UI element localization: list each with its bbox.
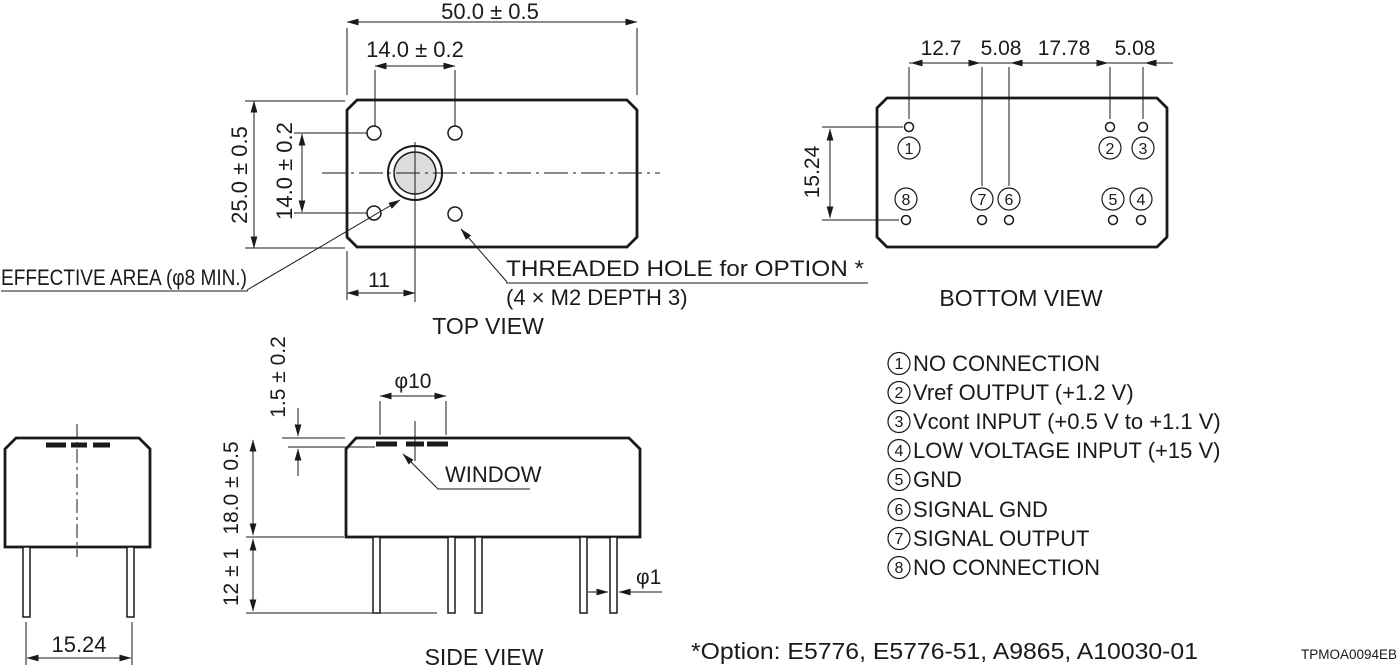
- effective-area-outer-circle: [387, 145, 443, 201]
- pin-marker-1: 1: [897, 136, 921, 160]
- svg-text:1: 1: [895, 356, 904, 373]
- threaded-hole-label-line1: THREADED HOLE for OPTION *: [506, 256, 864, 281]
- side-view-title: SIDE VIEW: [425, 644, 544, 667]
- side-view: φ10 1.5 ± 0.2 WINDOW 18.0 ± 0.5 12 ± 1 φ…: [220, 336, 662, 667]
- threaded-hole-label-line2: (4 × M2 DEPTH 3): [506, 285, 688, 310]
- svg-text:1: 1: [905, 141, 914, 158]
- pin-list-item: 6 SIGNAL GND: [887, 497, 1048, 522]
- front-view-pins: [22, 546, 135, 618]
- bottom-view-title: BOTTOM VIEW: [939, 285, 1102, 311]
- dim-front-pin-pitch: 15.24: [51, 632, 106, 657]
- svg-text:2: 2: [1106, 141, 1115, 158]
- side-view-pins: [372, 536, 618, 614]
- svg-text:5: 5: [895, 472, 904, 489]
- svg-text:8: 8: [895, 560, 904, 577]
- dim-top-height: 25.0 ± 0.5: [227, 126, 252, 224]
- dim-bottom-4: 5.08: [1115, 37, 1156, 60]
- pin-marker-5: 5: [1101, 187, 1125, 211]
- pin-list-item: 1 NO CONNECTION: [887, 351, 1100, 376]
- svg-text:6: 6: [895, 502, 904, 519]
- window-leader: [402, 453, 530, 490]
- svg-text:NO CONNECTION: NO CONNECTION: [913, 555, 1100, 580]
- dim-top-hole-pitch-y: 14.0 ± 0.2: [272, 122, 297, 220]
- pin-list-item: 5 GND: [887, 467, 962, 492]
- svg-text:6: 6: [1005, 192, 1014, 209]
- svg-text:SIGNAL GND: SIGNAL GND: [913, 497, 1048, 522]
- dim-side-pin-length: 12 ± 1: [220, 548, 243, 606]
- pin-marker-2: 2: [1098, 136, 1122, 160]
- threaded-hole-leader: [460, 228, 508, 283]
- top-view-dimension-lines: [250, 18, 638, 297]
- svg-text:GND: GND: [913, 467, 962, 492]
- pin-marker-3: 3: [1131, 136, 1155, 160]
- side-view-body-outline: [344, 436, 642, 539]
- svg-text:7: 7: [978, 192, 987, 209]
- bottom-view-dimension-lines: [826, 59, 1173, 219]
- effective-area-label: EFFECTIVE AREA (φ8 MIN.): [1, 265, 247, 290]
- dim-side-window-dia: φ10: [395, 370, 432, 393]
- dim-bottom-2: 5.08: [981, 37, 1022, 60]
- svg-text:4: 4: [1137, 192, 1146, 209]
- svg-text:NO CONNECTION: NO CONNECTION: [913, 351, 1100, 376]
- dim-top-hole-pitch-x: 14.0 ± 0.2: [366, 37, 464, 62]
- pin-marker-7: 7: [970, 187, 994, 211]
- svg-text:4: 4: [895, 443, 904, 460]
- top-view: 50.0 ± 0.5 14.0 ± 0.2 25.0 ± 0.5 14.0 ± …: [1, 0, 868, 339]
- svg-text:8: 8: [902, 192, 911, 209]
- bottom-view: 1 2 3 8 7 6 5 4 12.7 5.08 17.78 5.08 15.…: [801, 37, 1173, 311]
- pin-marker-4: 4: [1129, 187, 1153, 211]
- svg-text:5: 5: [1109, 192, 1118, 209]
- svg-text:SIGNAL OUTPUT: SIGNAL OUTPUT: [913, 526, 1089, 551]
- side-view-dimension-lines: [249, 392, 662, 612]
- pin-list-item: 8 NO CONNECTION: [887, 555, 1100, 580]
- top-view-threaded-holes: [366, 125, 463, 222]
- pin-list-item: 7 SIGNAL OUTPUT: [887, 526, 1089, 551]
- svg-text:Vref OUTPUT (+1.2 V): Vref OUTPUT (+1.2 V): [913, 380, 1134, 405]
- window-label: WINDOW: [445, 462, 542, 487]
- top-view-extension-lines: [245, 28, 638, 300]
- pin-list-item: 2 Vref OUTPUT (+1.2 V): [887, 380, 1134, 405]
- option-note: *Option: E5776, E5776-51, A9865, A10030-…: [691, 638, 1198, 664]
- front-view-dimension: [25, 622, 133, 665]
- dim-bottom-3: 17.78: [1038, 37, 1091, 60]
- bottom-view-extension-lines: [822, 67, 1144, 221]
- dim-top-width: 50.0 ± 0.5: [441, 0, 539, 24]
- bottom-view-pin-numbers: 1 2 3 8 7 6 5 4: [894, 136, 1155, 211]
- top-view-title: TOP VIEW: [432, 313, 544, 339]
- effective-area-leader: [246, 199, 401, 291]
- svg-text:7: 7: [895, 531, 904, 548]
- document-code: TPMOA0094EB: [1301, 647, 1397, 662]
- svg-text:3: 3: [895, 414, 904, 431]
- dim-side-pin-dia: φ1: [636, 566, 661, 589]
- dim-bottom-row-pitch: 15.24: [801, 145, 824, 198]
- pin-marker-8: 8: [894, 187, 918, 211]
- side-view-extension-lines: [246, 401, 447, 614]
- pin-list-item: 3 Vcont INPUT (+0.5 V to +1.1 V): [887, 409, 1221, 434]
- dim-side-body-height: 18.0 ± 0.5: [220, 441, 243, 534]
- bottom-view-pin-holes: [900, 121, 1149, 226]
- pin-list-item: 4 LOW VOLTAGE INPUT (+15 V): [887, 438, 1220, 463]
- dim-side-window-recess: 1.5 ± 0.2: [267, 336, 290, 418]
- pin-marker-6: 6: [997, 187, 1021, 211]
- bottom-view-body-outline: [875, 96, 1169, 249]
- svg-text:Vcont INPUT (+0.5 V to +1.1 V): Vcont INPUT (+0.5 V to +1.1 V): [913, 409, 1221, 434]
- dim-top-center-offset: 11: [368, 269, 390, 292]
- pin-function-list: 1 NO CONNECTION 2 Vref OUTPUT (+1.2 V) 3 Vc…: [887, 351, 1221, 580]
- front-view: 15.24: [3, 424, 152, 665]
- svg-text:3: 3: [1139, 141, 1148, 158]
- svg-text:LOW VOLTAGE INPUT (+15 V): LOW VOLTAGE INPUT (+15 V): [913, 438, 1220, 463]
- dim-bottom-1: 12.7: [921, 37, 962, 60]
- svg-text:2: 2: [895, 385, 904, 402]
